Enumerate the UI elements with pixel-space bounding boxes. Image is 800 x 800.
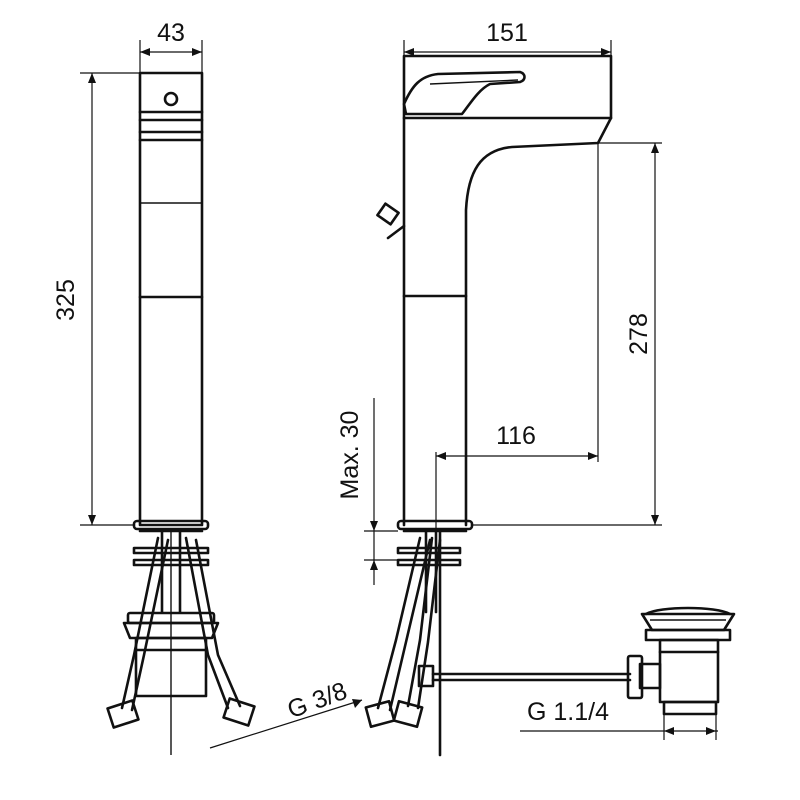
side-view-underside [106,529,256,755]
dim-label-43: 43 [157,19,185,47]
front-view [364,54,632,757]
dim-label-278: 278 [625,313,653,355]
popup-waste [626,606,736,716]
dim-label-116: 116 [496,422,536,450]
side-view-body [132,71,210,533]
dim-label-g-3-8: G 3/8 [284,677,351,724]
dim-label-max-30: Max. 30 [336,411,364,500]
dim-label-151: 151 [486,19,528,47]
dim-label-g-1-1-4: G 1.1/4 [527,698,609,726]
side-view [106,71,256,755]
dim-label-325: 325 [52,279,80,321]
front-view-underside [364,529,632,757]
dimension-lines [80,40,718,749]
front-view-body [376,54,613,533]
